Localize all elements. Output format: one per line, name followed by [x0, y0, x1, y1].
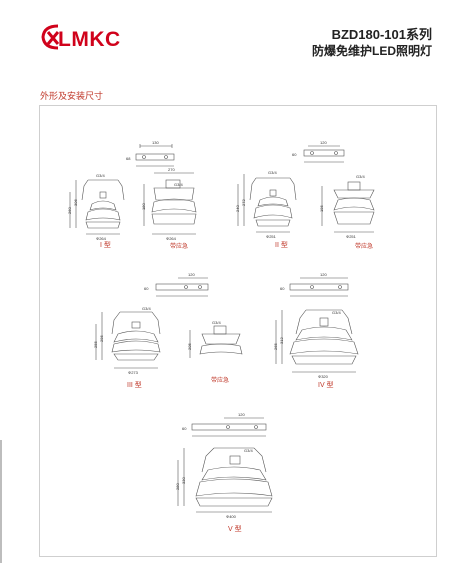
type-2-thread-label: G3/4 [268, 170, 277, 175]
type-5-thread-label: G3/4 [244, 448, 253, 453]
type-2-thread-label-side: G3/4 [356, 174, 365, 179]
type-1-dim-bracket-offset: 68 [126, 156, 131, 161]
page-title-product: 防爆免维护LED照明灯 [311, 44, 432, 58]
type-1-thread-label-side: G3/4 [174, 182, 183, 187]
type-2-drawing: 120 60 G3/4 G3/4 Φ251 Φ251 272 240 195 [235, 140, 375, 239]
type-1-thread-label: G3/4 [96, 173, 105, 178]
type-2-dim-bracket-offset: 60 [292, 152, 297, 157]
brand-logo-icon [41, 24, 60, 50]
page-edge [0, 440, 2, 563]
brand-name: LMKC [58, 28, 121, 51]
type-4-thread-label: G3/4 [332, 310, 341, 315]
diagram-type-4: 120 60 G3/4 Φ320 312 265 [272, 272, 372, 382]
type-1-dim-height-3: 180 [141, 203, 146, 210]
type-3-dim-height-3: 205 [187, 343, 192, 350]
type-3-dim-height: 295 [99, 335, 104, 342]
type-3-drawing: 120 60 G3/4 G3/4 Φ273 295 255 205 [93, 272, 243, 375]
type-1-install-label: 带应急 [170, 244, 189, 250]
type-1-dim-diameter-side: Φ264 [166, 236, 177, 241]
type-4-dim-bracket-offset: 60 [280, 286, 285, 291]
type-4-dim-bracket-width: 120 [320, 272, 327, 277]
type-1-dim-height-2: 260 [67, 207, 72, 214]
type-5-label: V 型 [228, 526, 242, 533]
type-1-label: I 型 [100, 242, 111, 249]
type-2-dim-bracket-width: 120 [320, 140, 327, 145]
type-1-dim-bracket-width: 130 [152, 140, 159, 145]
section-title: 外形及安装尺寸 [40, 91, 104, 101]
diagram-type-5: 120 60 G3/4 Φ400 330 280 [172, 412, 292, 524]
diagram-type-3: 120 60 G3/4 G3/4 Φ273 295 255 205 [90, 272, 270, 382]
type-5-dim-bracket-width: 120 [238, 412, 245, 417]
type-2-install-label: 带应急 [355, 244, 374, 250]
type-1-dim-height: 306 [73, 199, 78, 206]
type-5-dim-height: 330 [181, 477, 186, 484]
type-2-dim-diameter-side: Φ251 [346, 234, 357, 239]
page-title-model: BZD180-101系列 [331, 27, 432, 42]
type-5-dim-height-2: 280 [175, 483, 180, 490]
drawing-frame [39, 105, 437, 557]
type-3-dim-diameter: Φ273 [128, 370, 139, 375]
type-4-dim-diameter: Φ320 [318, 374, 329, 379]
type-3-dim-bracket-offset: 60 [144, 286, 149, 291]
type-4-dim-height: 312 [279, 337, 284, 344]
diagram-type-2: 120 60 G3/4 G3/4 Φ251 Φ251 272 240 195 [230, 140, 410, 250]
type-5-dim-diameter: Φ400 [226, 514, 237, 519]
type-1-dim-diameter: Φ264 [96, 236, 107, 241]
type-3-dim-height-2: 255 [93, 341, 98, 348]
type-3-label: III 型 [127, 382, 142, 389]
type-3-install-label: 带应急 [211, 378, 230, 384]
type-4-dim-height-2: 265 [273, 343, 278, 350]
type-1-drawing: 130 68 270 G3/4 G3/4 Φ264 Φ264 306 260 1… [67, 140, 197, 241]
type-3-thread-label: G3/4 [142, 306, 151, 311]
type-4-label: IV 型 [318, 382, 334, 389]
type-2-dim-height-3: 195 [319, 205, 324, 212]
type-4-drawing: 120 60 G3/4 Φ320 312 265 [273, 272, 359, 379]
type-2-dim-height-2: 240 [235, 205, 240, 212]
type-2-dim-height: 272 [241, 199, 246, 206]
type-2-dim-diameter: Φ251 [266, 234, 277, 239]
diagram-type-1: 130 68 270 G3/4 G3/4 Φ264 Φ264 306 260 1… [62, 140, 222, 250]
type-2-label: II 型 [275, 242, 288, 249]
type-1-dim-top-width: 270 [168, 167, 175, 172]
type-3-thread-label-side: G3/4 [212, 320, 221, 325]
type-5-drawing: 120 60 G3/4 Φ400 330 280 [175, 412, 273, 519]
type-5-dim-bracket-offset: 60 [182, 426, 187, 431]
type-3-dim-bracket-width: 120 [188, 272, 195, 277]
